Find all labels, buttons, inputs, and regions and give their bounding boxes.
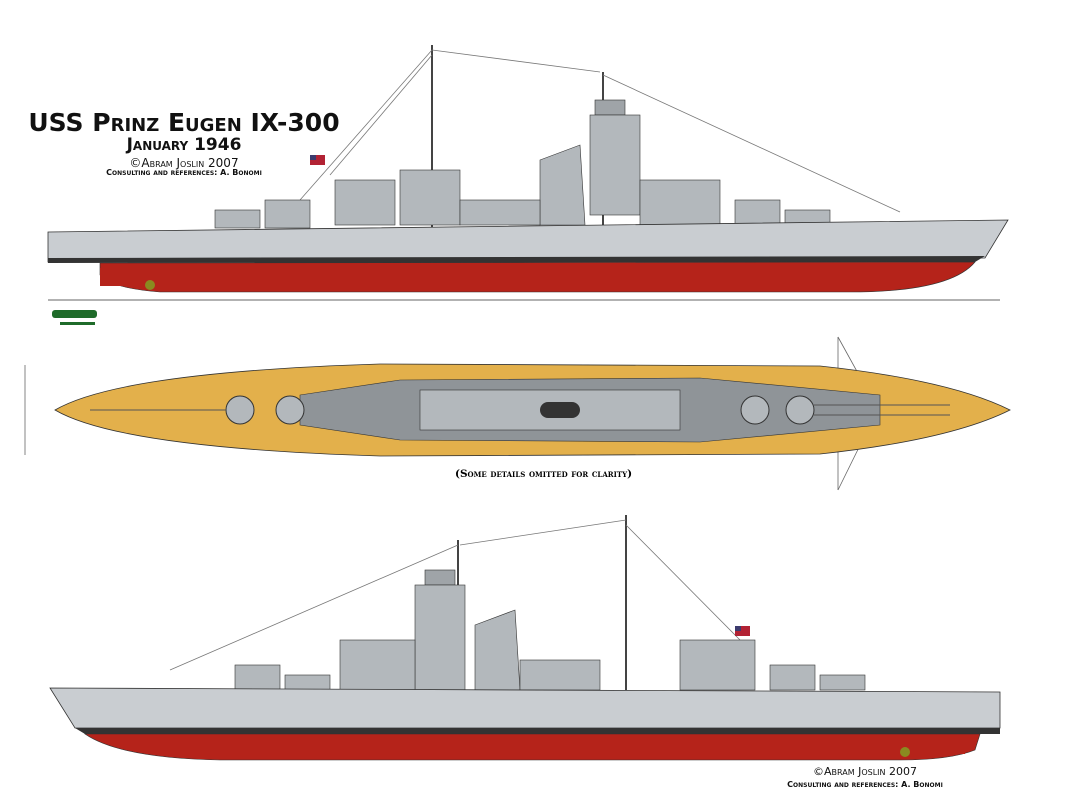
bridge-tower (589, 114, 641, 216)
turret (234, 664, 281, 691)
drawing-title: USS Prinz Eugen IX-300 (28, 108, 340, 137)
plan-view (24, 336, 1011, 491)
consulting-credit: Consulting and references: A. Bonomi (106, 168, 262, 177)
bridge-tower (414, 584, 466, 691)
turret (740, 395, 770, 425)
turret (275, 395, 305, 425)
propeller (145, 280, 155, 290)
turret (769, 664, 816, 691)
copyright: ©Abram Joslin 2007 (129, 156, 239, 170)
us-flag (310, 155, 316, 160)
hull-upper (49, 687, 1001, 729)
turret (785, 395, 815, 425)
hull-lower (99, 261, 976, 293)
starboard-profile (47, 45, 1009, 301)
turret (264, 199, 311, 229)
turret (819, 674, 866, 691)
port-profile (49, 515, 1001, 761)
hull-lower (84, 733, 981, 761)
drawing-date: January 1946 (126, 135, 242, 155)
turret (225, 395, 255, 425)
funnel-top (540, 402, 580, 418)
us-flag (735, 626, 741, 631)
footer-copyright: ©Abram Joslin 2007 (812, 765, 918, 778)
funnel (539, 144, 586, 226)
seaplane-icon (52, 310, 97, 325)
turret (284, 674, 331, 691)
funnel (474, 609, 521, 691)
propeller (900, 747, 910, 757)
footer-consulting-credit: Consulting and references: A. Bonomi (787, 780, 943, 789)
hull-upper (47, 219, 1009, 263)
plan-note: (Some details omitted for clarity) (455, 468, 633, 480)
turret (214, 209, 261, 229)
